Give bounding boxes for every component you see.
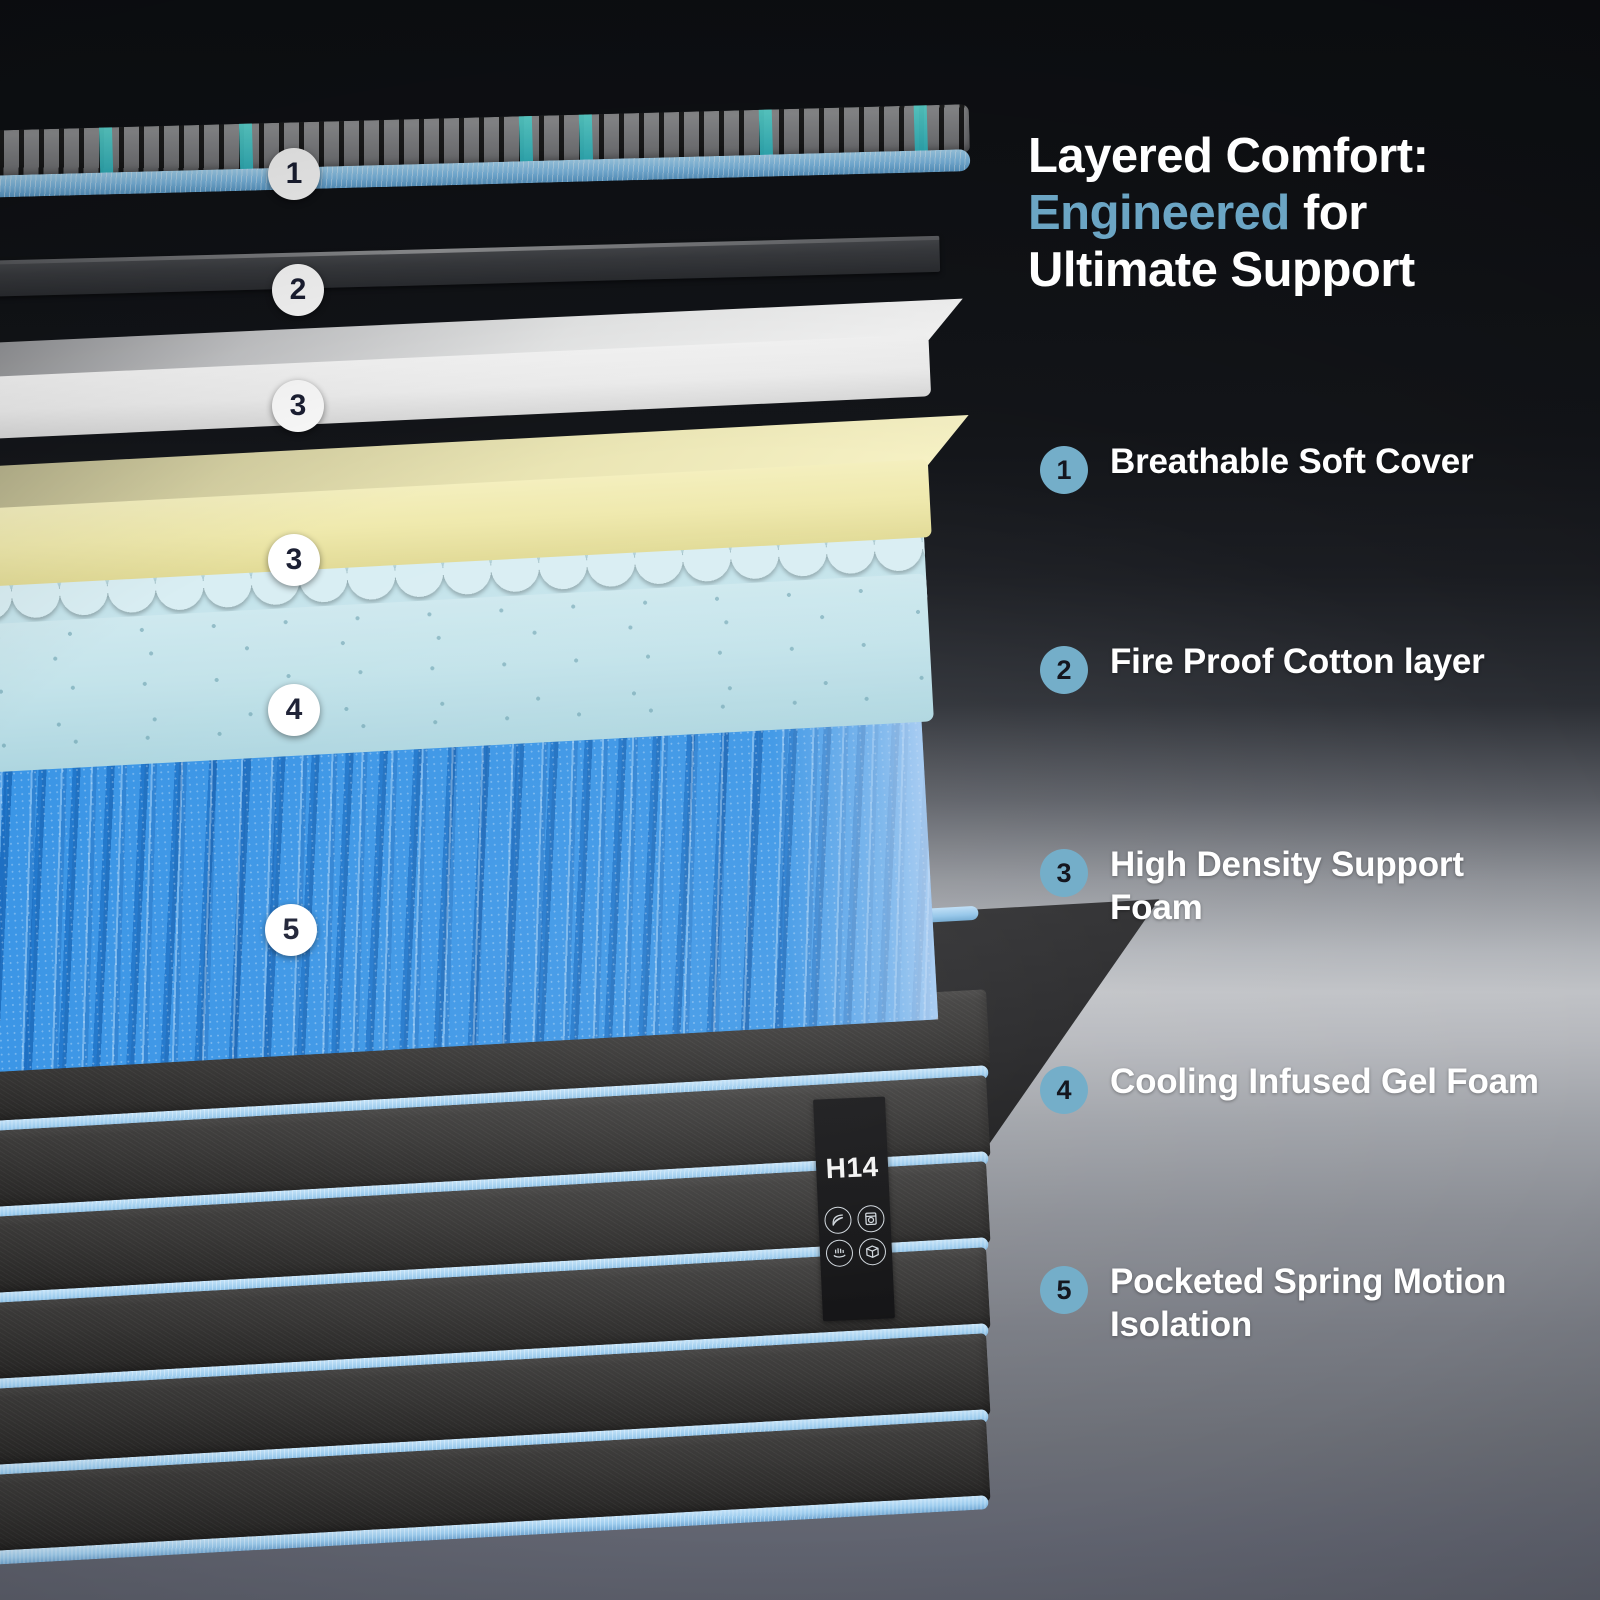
layer-callout-3b: 3 [268, 534, 320, 586]
legend-label-1: Breathable Soft Cover [1110, 442, 1474, 481]
legend-badge-3: 3 [1040, 849, 1088, 897]
cover-accent-stripe [518, 115, 534, 165]
cover-accent-stripe [913, 105, 928, 154]
headline-line-1: Layered Comfort: [1028, 129, 1429, 183]
layer-callout-2: 2 [272, 264, 324, 316]
headline-accent-word: Engineered [1028, 185, 1290, 240]
mattress-layer-illustration: H14 [0, 104, 1160, 1570]
legend-item-5: 5 Pocketed Spring Motion Isolation [1040, 1260, 1560, 1347]
layer-fire-proof-cotton [0, 235, 941, 298]
legend-label-3: High Density Support Foam [1110, 845, 1464, 928]
layer-callout-4: 4 [268, 684, 320, 736]
box-delivery-icon [858, 1237, 887, 1266]
legend-item-1: 1 Breathable Soft Cover [1040, 440, 1560, 494]
legend-badge-2: 2 [1040, 646, 1088, 694]
headline-block: Layered Comfort: Engineered for Ultimate… [1028, 128, 1548, 298]
product-model-label: H14 [825, 1150, 880, 1185]
legend-badge-4: 4 [1040, 1066, 1088, 1114]
leaf-icon [823, 1206, 853, 1235]
legend-label-5: Pocketed Spring Motion Isolation [1110, 1262, 1507, 1345]
headline-line-3: Ultimate Support [1028, 242, 1415, 297]
headline-line-2-rest: for [1289, 185, 1367, 240]
legend-badge-5: 5 [1040, 1266, 1088, 1314]
layer-callout-1: 1 [268, 148, 320, 200]
hand-feel-icon [825, 1239, 854, 1268]
layer-support-foam [0, 298, 963, 442]
legend-label-2: Fire Proof Cotton layer [1110, 642, 1485, 681]
layer-callout-3a: 3 [272, 380, 324, 432]
cover-accent-stripe [98, 127, 114, 176]
legend-item-3: 3 High Density Support Foam [1040, 843, 1560, 930]
product-tag-icon-group [823, 1204, 887, 1268]
layer-breathable-cover [0, 104, 971, 204]
cover-accent-stripe [238, 123, 254, 172]
product-tag: H14 [813, 1096, 895, 1322]
cotton-sheet [0, 235, 941, 298]
legend-badge-1: 1 [1040, 446, 1088, 494]
cover-accent-stripe [758, 109, 774, 158]
cover-accent-stripe [578, 114, 594, 163]
layer-callout-5: 5 [265, 904, 317, 956]
legend-item-2: 2 Fire Proof Cotton layer [1040, 640, 1560, 694]
page-title: Layered Comfort: Engineered for Ultimate… [1028, 128, 1548, 298]
legend-item-4: 4 Cooling Infused Gel Foam [1040, 1060, 1560, 1114]
coil-depth-fade [770, 691, 939, 1028]
legend-label-4: Cooling Infused Gel Foam [1110, 1062, 1539, 1101]
washing-machine-icon [856, 1204, 886, 1233]
